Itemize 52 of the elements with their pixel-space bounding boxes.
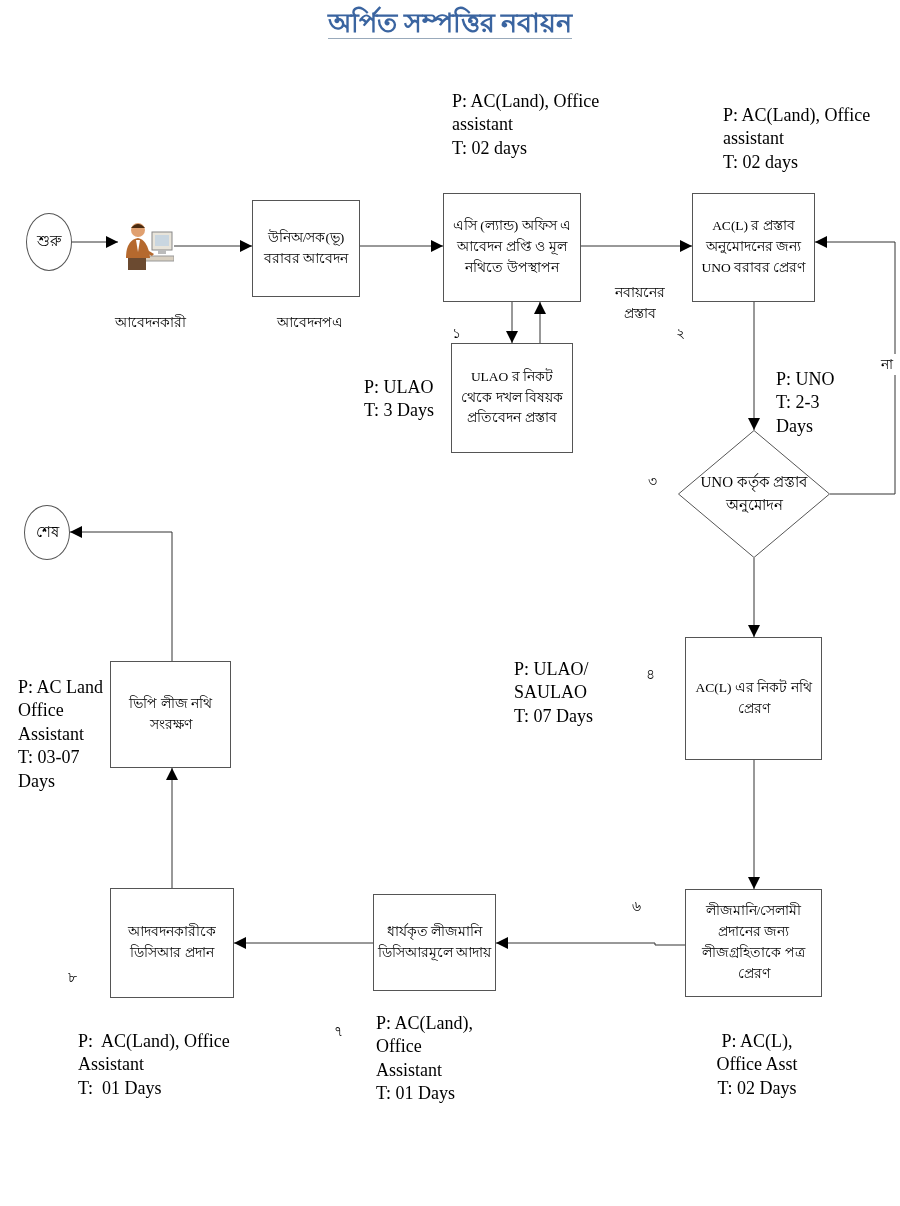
staff-time-note: T: 3 Days (364, 399, 436, 423)
node-label: আবেদনকারী (113, 314, 187, 332)
step-number: ২ (676, 325, 685, 343)
staff-time-note: P: AC(Land), Office Assistant (78, 1030, 231, 1077)
step-number: ৪ (646, 666, 655, 684)
staff-time-note: P: AC(Land), Office assistant (452, 90, 601, 137)
terminal-circle: শেষ (24, 505, 70, 560)
arrow (71, 236, 119, 248)
arrow (748, 557, 760, 638)
process-box: ULAO র নিকট থেকে দখল বিষয়ক প্রতিবেদন প্রস্তাব (451, 343, 573, 453)
staff-time-note: P: AC(Land), Office Assistant (376, 1012, 474, 1082)
step-number: ৬ (632, 898, 641, 916)
arrow (748, 759, 760, 890)
arrow (233, 937, 374, 949)
arrow (359, 240, 444, 252)
arrow (173, 240, 253, 252)
staff-time-note: P: AC(Land), Office assistant (723, 104, 872, 151)
staff-time-note: T: 07 Days (514, 704, 595, 728)
staff-time-note: P: AC(L), Office Asst (715, 1030, 799, 1077)
process-box: লীজমানি/সেলামী প্রদানের জন্য লীজগ্রহিতাকে পত্র প্রেরণ (685, 889, 822, 997)
staff-time-note: P: AC Land Office Assistant (18, 676, 104, 746)
process-box: এসি (ল্যান্ড) অফিস এ আবেদন প্রপ্তি ও মূল নথিতে উপস্থাপন (443, 193, 581, 302)
process-box: AC(L) এর নিকট নথি প্রেরণ (685, 637, 822, 760)
step-number: ৩ (648, 473, 657, 491)
arrow (506, 301, 518, 344)
staff-time-note: P: ULAO (364, 376, 435, 399)
process-box: উনিঅ/সক(ভূ) বরাবর আবেদন (252, 200, 360, 297)
staff-time-note: P: UNO (776, 368, 836, 391)
step-number: ৭ (334, 1023, 343, 1041)
arrow (814, 236, 896, 495)
node-label: আবেদনপএ (276, 314, 344, 332)
staff-time-note: T: 02 days (452, 136, 529, 160)
step-number: ৮ (68, 969, 77, 987)
arrow (166, 767, 178, 889)
terminal-circle: শুরু (26, 213, 72, 271)
staff-time-note: T: 01 Days (376, 1082, 457, 1106)
step-number: ১ (452, 325, 461, 343)
arrow (580, 240, 693, 252)
process-box: আদবদনকারীকে ডিসিআর প্রদান (110, 888, 234, 998)
arrow (495, 937, 686, 949)
arrow (748, 301, 760, 431)
title: অর্পিত সম্পত্তির নবায়ন (327, 8, 573, 39)
staff-time-note: T: 03-07 Days (18, 746, 81, 793)
arrow (534, 301, 546, 344)
staff-time-note: T: 01 Days (78, 1076, 163, 1100)
process-box: AC(L) র প্রস্তাব অনুমোদনের জন্য UNO বরাবর প্রেরণ (692, 193, 815, 302)
process-box: ভিপি লীজ নথি সংরক্ষণ (110, 661, 231, 768)
staff-time-note: P: ULAO/ SAULAO (514, 658, 590, 705)
staff-time-note: T: 02 Days (716, 1076, 798, 1100)
staff-time-note: T: 02 days (723, 150, 800, 174)
arrow (69, 526, 173, 662)
process-box: ধার্যকৃত লীজমানি ডিসিআরমূলে আদায় (373, 894, 496, 991)
